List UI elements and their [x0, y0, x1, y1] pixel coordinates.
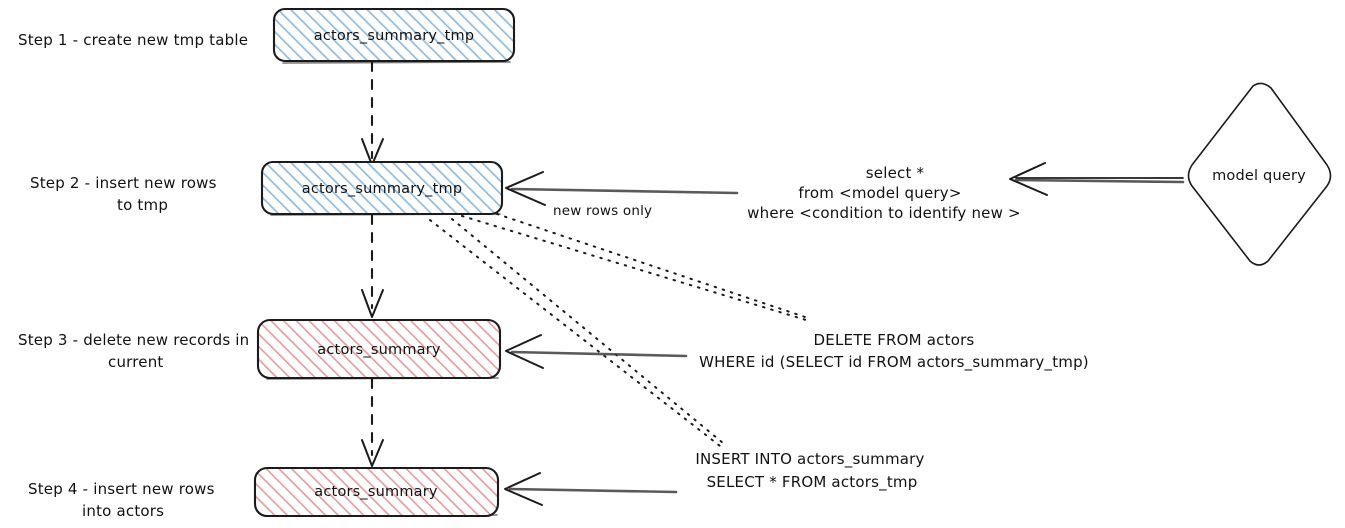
insert-arrow-head: [504, 472, 543, 506]
step-2-label-line-1: Step 2 - insert new rows: [30, 174, 217, 192]
dotted-link-insert-b: [429, 219, 721, 447]
flow-arrow-1-to-2: [361, 60, 384, 166]
dotted-link-insert: [429, 218, 724, 447]
node-tmp-1[interactable]: actors_summary_tmp: [272, 7, 516, 64]
new-rows-only-arrow-head: [505, 171, 546, 206]
node-tmp-2-label: actors_summary_tmp: [302, 181, 462, 197]
model-query-sql-annotation: select * from <model query> where <condi…: [747, 164, 1021, 222]
insert-sql-line-2: SELECT * FROM actors_tmp: [707, 473, 918, 492]
model-query-arrow: [1009, 162, 1185, 196]
node-tmp-1-fill: [274, 9, 514, 61]
node-model-query[interactable]: model query: [1187, 82, 1332, 266]
node-model-query-outline: [1187, 82, 1332, 266]
delete-arrow-line: [510, 350, 688, 358]
flow-arrow-3-to-4: [361, 377, 384, 467]
node-summary-3-outline: [256, 318, 502, 380]
node-tmp-2-fill: [262, 162, 502, 214]
delete-sql-annotation: DELETE FROM actors WHERE id (SELECT id F…: [505, 331, 1089, 372]
delete-arrow-head: [505, 334, 544, 369]
model-query-arrow-head: [1009, 162, 1048, 196]
node-summary-3-fill: [258, 320, 500, 378]
node-model-query-label: model query: [1212, 168, 1306, 184]
model-query-sql-line-3: where <condition to identify new >: [747, 204, 1021, 222]
delete-sql-line-1: DELETE FROM actors: [814, 331, 975, 349]
model-query-sql-line-2: from <model query>: [798, 184, 961, 202]
dotted-link-insert-a: [451, 218, 724, 444]
new-rows-only-arrow-line: [510, 187, 739, 195]
step-4-group: Step 4 - insert new rows into actors act…: [28, 466, 500, 520]
flow-arrow-2-to-3-head: [361, 289, 384, 318]
step-2-group: Step 2 - insert new rows to tmp actors_s…: [30, 160, 504, 216]
node-summary-4[interactable]: actors_summary: [253, 466, 500, 518]
flow-arrow-3-to-4-head: [361, 439, 384, 467]
flow-arrow-2-to-3: [361, 213, 384, 318]
model-query-sql-line-1: select *: [866, 164, 925, 182]
node-summary-4-outline: [253, 466, 500, 518]
node-tmp-2[interactable]: actors_summary_tmp: [260, 160, 504, 216]
node-tmp-1-label: actors_summary_tmp: [314, 28, 474, 44]
step-3-label-line-1: Step 3 - delete new records in: [18, 331, 249, 349]
dotted-link-delete: [461, 213, 809, 321]
insert-sql-line-1: INSERT INTO actors_summary: [695, 450, 924, 469]
step-4-label-line-1: Step 4 - insert new rows: [28, 480, 215, 498]
model-query-arrow-line: [1014, 178, 1185, 184]
insert-arrow-line: [508, 487, 678, 494]
node-summary-4-fill: [255, 468, 498, 516]
node-summary-3-label: actors_summary: [317, 342, 441, 358]
new-rows-only-label: new rows only: [553, 203, 652, 219]
step-1-label-line-1: Step 1 - create new tmp table: [18, 31, 248, 49]
delete-sql-line-2: WHERE id (SELECT id FROM actors_summary_…: [699, 353, 1089, 372]
node-tmp-2-outline: [260, 160, 504, 216]
node-tmp-1-outline: [272, 7, 516, 63]
dotted-link-delete-a: [496, 213, 809, 319]
step-2-label-line-2: to tmp: [117, 196, 168, 214]
node-summary-4-label: actors_summary: [314, 484, 438, 500]
step-3-group: Step 3 - delete new records in current a…: [18, 318, 502, 380]
node-tmp-1-shadow: [282, 61, 511, 64]
step-4-label-line-2: into actors: [82, 502, 164, 520]
step-3-label-line-2: current: [108, 353, 164, 371]
dotted-link-delete-b: [461, 215, 807, 321]
step-1-group: Step 1 - create new tmp table actors_sum…: [18, 7, 516, 64]
new-rows-only-arrow: new rows only: [505, 171, 739, 219]
insert-sql-annotation: INSERT INTO actors_summary SELECT * FROM…: [504, 450, 924, 506]
node-summary-3[interactable]: actors_summary: [256, 318, 502, 380]
